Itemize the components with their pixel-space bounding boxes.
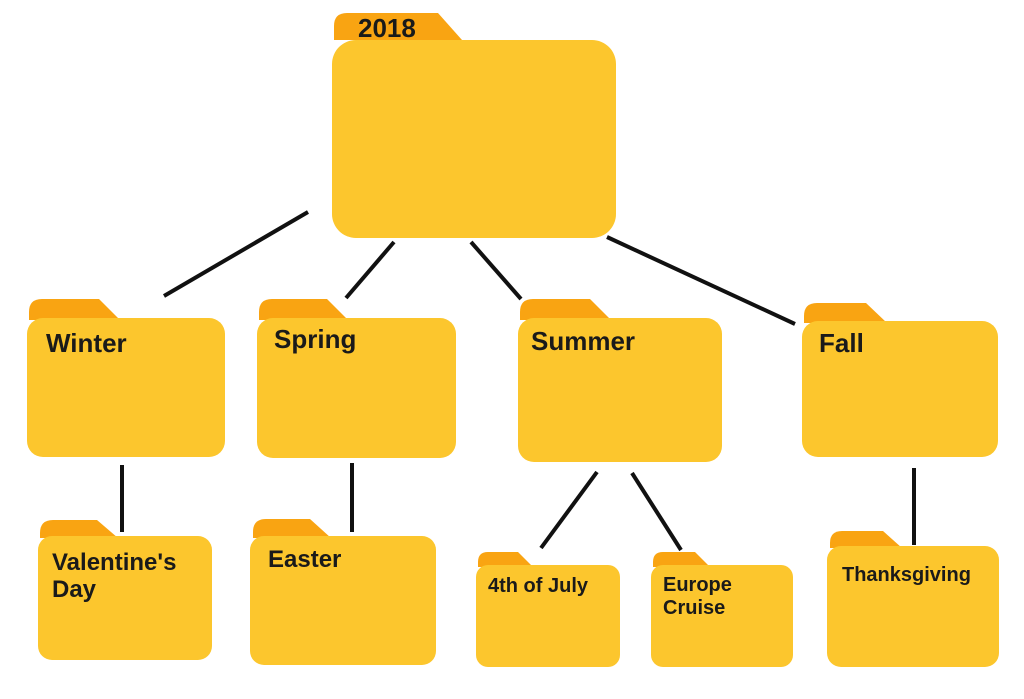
connector-2018-winter — [162, 210, 310, 298]
folder-label: 4th of July — [488, 575, 589, 597]
folder-thanksgiving[interactable]: Thanksgiving — [827, 531, 999, 667]
folder-icon — [38, 520, 212, 660]
folder-icon — [250, 519, 436, 665]
folder-label-line: Valentine's — [52, 549, 176, 576]
folder-icon — [651, 552, 793, 667]
connectors — [120, 210, 916, 552]
folder-label: Winter — [46, 328, 127, 358]
folder-label: Thanksgiving — [842, 564, 971, 586]
folder-valentines-day[interactable]: Valentine's Day — [38, 520, 212, 660]
folder-label: Easter — [268, 546, 341, 573]
connector-summer-july — [539, 470, 599, 550]
folder-label-line: Day — [52, 576, 97, 603]
folder-winter[interactable]: Winter — [27, 299, 225, 457]
folder-label: Valentine's Day — [52, 549, 183, 603]
folder-4th-of-july[interactable]: 4th of July — [476, 552, 620, 667]
folder-spring[interactable]: Spring — [257, 299, 456, 458]
folder-fall[interactable]: Fall — [802, 303, 998, 457]
folder-icon — [802, 303, 998, 457]
folder-icon — [332, 13, 616, 238]
connector-summer-europe — [630, 471, 683, 552]
folder-label-line: Europe — [663, 574, 732, 596]
folder-summer[interactable]: Summer — [518, 299, 722, 462]
folder-2018[interactable]: 2018 — [332, 13, 616, 238]
connector-2018-spring — [344, 240, 396, 300]
folder-icon — [476, 552, 620, 667]
folder-label-line: Cruise — [663, 597, 725, 619]
folder-label: Fall — [819, 328, 864, 358]
folder-icon — [27, 299, 225, 457]
folder-easter[interactable]: Easter — [250, 519, 436, 665]
folder-label: Europe Cruise — [663, 574, 737, 619]
connector-2018-fall — [606, 235, 796, 326]
folder-icon — [257, 299, 456, 458]
folder-icon — [518, 299, 722, 462]
folder-label: 2018 — [358, 13, 416, 43]
folder-label: Spring — [274, 324, 356, 354]
folder-icon — [827, 531, 999, 667]
folder-label: Summer — [531, 326, 635, 356]
folder-europe-cruise[interactable]: Europe Cruise — [651, 552, 793, 667]
connector-2018-summer — [469, 240, 523, 301]
